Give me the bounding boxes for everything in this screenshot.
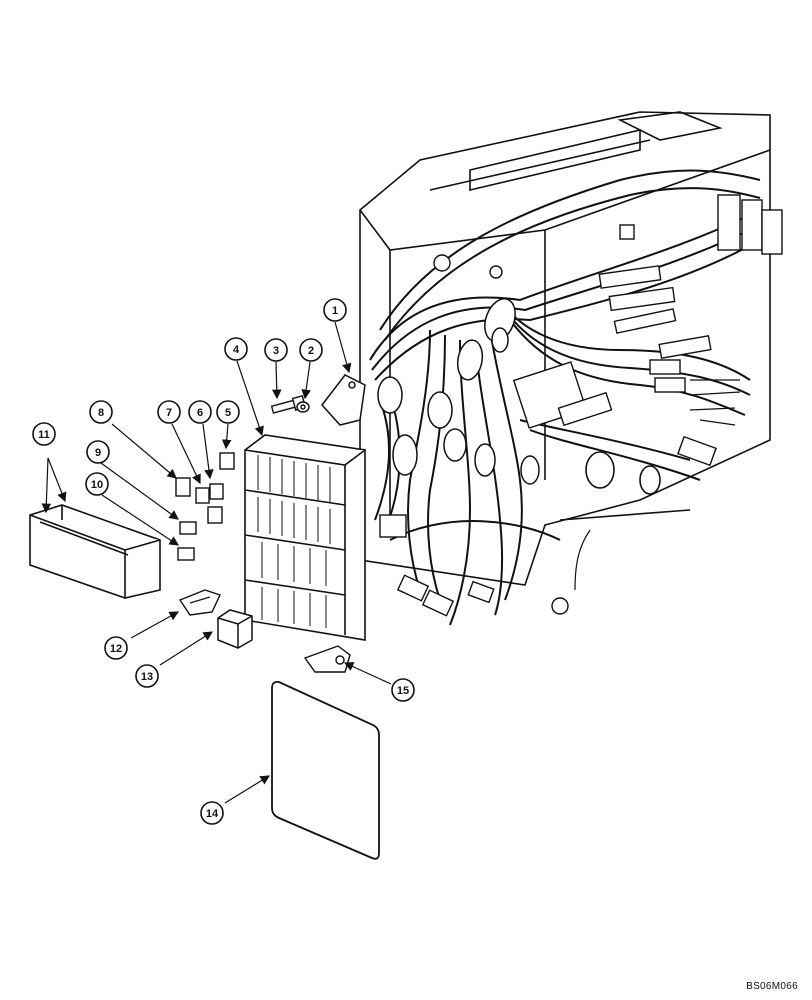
callout-12: 12 [104,636,128,660]
callout-11-label: 11 [38,429,50,441]
callout-2-label: 2 [308,345,314,357]
callout-7: 7 [157,400,181,424]
callout-9: 9 [86,440,110,464]
callout-10-label: 10 [91,479,103,491]
callout-7-label: 7 [166,407,172,419]
callout-11: 11 [32,422,56,446]
callout-6: 6 [188,400,212,424]
callout-5: 5 [216,400,240,424]
callout-8-label: 8 [98,407,104,419]
callout-4: 4 [224,337,248,361]
callout-9-label: 9 [95,447,101,459]
pin-leads [574,379,741,591]
callout-15-label: 15 [397,685,409,697]
callout-3: 3 [264,338,288,362]
washer [296,401,310,413]
drawing-code: BS06M066 [746,981,798,992]
harness-bundle-wraps [377,298,540,485]
callout-12-label: 12 [110,643,122,655]
cab-housing [359,111,771,586]
callout-4-label: 4 [233,344,240,356]
callout-14-label: 14 [206,808,219,820]
harness-connectors [379,194,783,617]
callout-15: 15 [391,678,415,702]
wiring-harness [369,169,761,626]
relay [217,609,253,649]
fuse-holder-tray [29,504,161,599]
callout-2: 2 [299,338,323,362]
callout-14: 14 [200,801,224,825]
callout-5-label: 5 [225,407,231,419]
fuse-relay-slots [257,455,331,628]
fuses [175,452,235,561]
callout-13: 13 [135,664,159,688]
callout-3-label: 3 [273,345,279,357]
callout-13-label: 13 [141,671,153,683]
relay-connector [178,589,221,616]
harness-clip [303,645,351,673]
mounting-bracket [321,374,366,426]
leader-lines [41,321,392,804]
fuse-relay-panel [244,434,366,641]
cover-panel [271,680,380,860]
callout-1: 1 [323,298,347,322]
callout-10: 10 [85,472,109,496]
callout-8: 8 [89,400,113,424]
callout-6-label: 6 [197,407,203,419]
callout-1-label: 1 [332,305,338,317]
